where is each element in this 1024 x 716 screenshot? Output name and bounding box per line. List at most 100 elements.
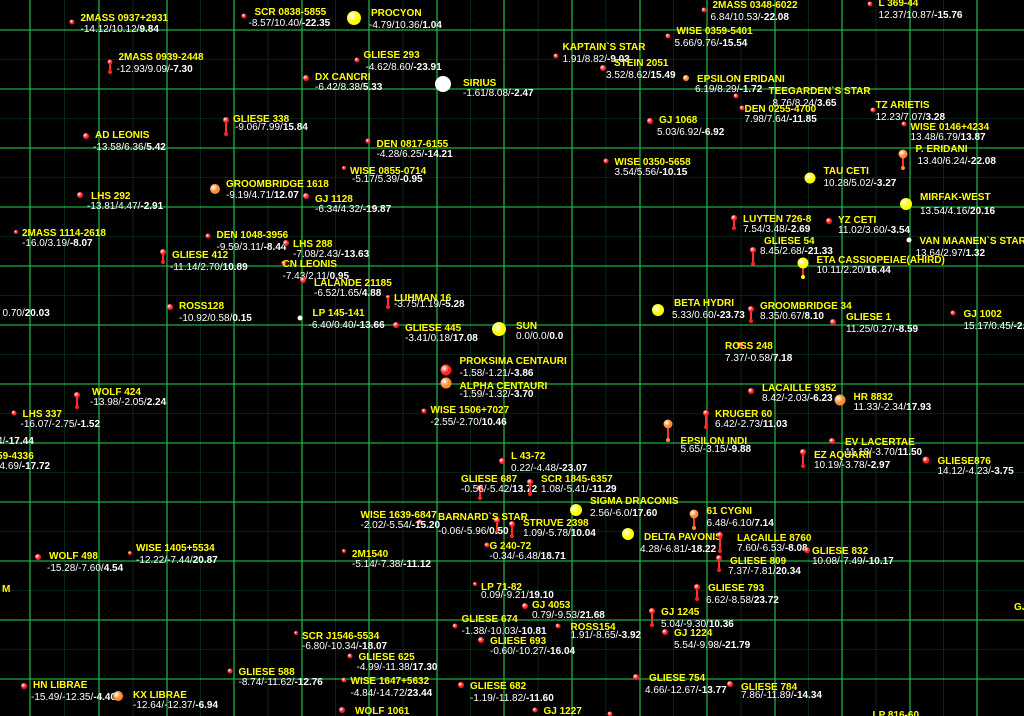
star-icon[interactable] (731, 215, 737, 221)
star-icon[interactable] (300, 277, 306, 283)
star-icon[interactable] (532, 707, 538, 713)
star-icon[interactable] (665, 33, 671, 39)
star-icon[interactable] (750, 247, 756, 253)
star-icon[interactable] (867, 1, 873, 7)
star-icon[interactable] (663, 419, 673, 429)
star-icon[interactable] (748, 388, 754, 394)
star-icon[interactable] (69, 19, 75, 25)
star-icon[interactable] (440, 364, 452, 376)
star-icon[interactable] (393, 322, 399, 328)
star-icon[interactable] (241, 13, 247, 19)
star-icon[interactable] (652, 304, 664, 316)
star-icon[interactable] (297, 315, 303, 321)
star-icon[interactable] (77, 192, 83, 198)
star-icon[interactable] (492, 322, 506, 336)
star-icon[interactable] (703, 410, 709, 416)
star-icon[interactable] (522, 603, 528, 609)
star-icon[interactable] (14, 230, 18, 234)
star-icon[interactable] (570, 504, 582, 516)
star-icon[interactable] (647, 118, 653, 124)
star-icon[interactable] (633, 674, 639, 680)
star-icon[interactable] (494, 517, 500, 523)
star-icon[interactable] (694, 584, 700, 590)
star-icon[interactable] (478, 637, 484, 643)
star-icon[interactable] (440, 377, 452, 389)
star-icon[interactable] (342, 166, 346, 170)
star-icon[interactable] (421, 408, 427, 414)
star-icon[interactable] (347, 653, 353, 659)
star-icon[interactable] (342, 549, 346, 553)
star-icon[interactable] (826, 218, 832, 224)
star-icon[interactable] (717, 532, 723, 538)
star-icon[interactable] (113, 691, 123, 701)
star-icon[interactable] (435, 76, 451, 92)
star-icon[interactable] (354, 57, 360, 63)
star-icon[interactable] (417, 519, 423, 525)
star-icon[interactable] (167, 304, 173, 310)
star-icon[interactable] (452, 623, 458, 629)
star-icon[interactable] (748, 306, 754, 312)
star-icon[interactable] (473, 582, 477, 586)
star-icon[interactable] (870, 107, 876, 113)
star-icon[interactable] (386, 295, 390, 299)
star-icon[interactable] (906, 237, 912, 243)
star-icon[interactable] (527, 479, 533, 485)
star-icon[interactable] (341, 677, 347, 683)
star-icon[interactable] (281, 260, 287, 266)
star-icon[interactable] (227, 668, 233, 674)
star-icon[interactable] (804, 172, 816, 184)
star-icon[interactable] (898, 149, 908, 159)
star-icon[interactable] (901, 121, 907, 127)
star-icon[interactable] (484, 542, 490, 548)
star-icon[interactable] (294, 631, 298, 635)
star-icon[interactable] (737, 342, 743, 348)
star-icon[interactable] (303, 75, 309, 81)
star-icon[interactable] (689, 509, 699, 519)
star-icon[interactable] (804, 547, 810, 553)
star-icon[interactable] (339, 707, 345, 713)
star-icon[interactable] (365, 138, 371, 144)
star-icon[interactable] (347, 11, 361, 25)
star-icon[interactable] (21, 683, 27, 689)
star-icon[interactable] (922, 456, 930, 464)
star-icon[interactable] (74, 392, 80, 398)
star-icon[interactable] (603, 158, 609, 164)
star-icon[interactable] (830, 319, 836, 325)
star-icon[interactable] (797, 257, 809, 269)
star-coords-label: 13.64/2.97/1.32 (916, 248, 986, 259)
star-icon[interactable] (128, 551, 132, 555)
star-icon[interactable] (107, 59, 113, 65)
star-icon[interactable] (950, 310, 956, 316)
star-icon[interactable] (829, 438, 835, 444)
star-icon[interactable] (553, 53, 559, 59)
star-icon[interactable] (303, 193, 309, 199)
star-icon[interactable] (662, 629, 668, 635)
star-icon[interactable] (210, 184, 220, 194)
star-icon[interactable] (600, 65, 606, 71)
star-icon[interactable] (701, 7, 707, 13)
star-icon[interactable] (205, 233, 211, 239)
star-icon[interactable] (607, 711, 613, 716)
star-icon[interactable] (834, 394, 846, 406)
star-icon[interactable] (683, 75, 689, 81)
star-icon[interactable] (716, 555, 722, 561)
star-icon[interactable] (499, 458, 505, 464)
star-icon[interactable] (11, 410, 17, 416)
star-icon[interactable] (800, 449, 806, 455)
star-icon[interactable] (223, 117, 229, 123)
star-icon[interactable] (649, 608, 655, 614)
star-icon[interactable] (283, 240, 289, 246)
star-icon[interactable] (555, 623, 561, 629)
star-icon[interactable] (160, 249, 166, 255)
star-icon[interactable] (477, 485, 483, 491)
star-icon[interactable] (733, 93, 739, 99)
star-icon[interactable] (900, 198, 912, 210)
star-icon[interactable] (622, 528, 634, 540)
star-icon[interactable] (727, 681, 733, 687)
star-icon[interactable] (458, 682, 464, 688)
star-icon[interactable] (509, 521, 515, 527)
star-icon[interactable] (83, 133, 89, 139)
star-icon[interactable] (739, 105, 745, 111)
star-icon[interactable] (35, 554, 41, 560)
